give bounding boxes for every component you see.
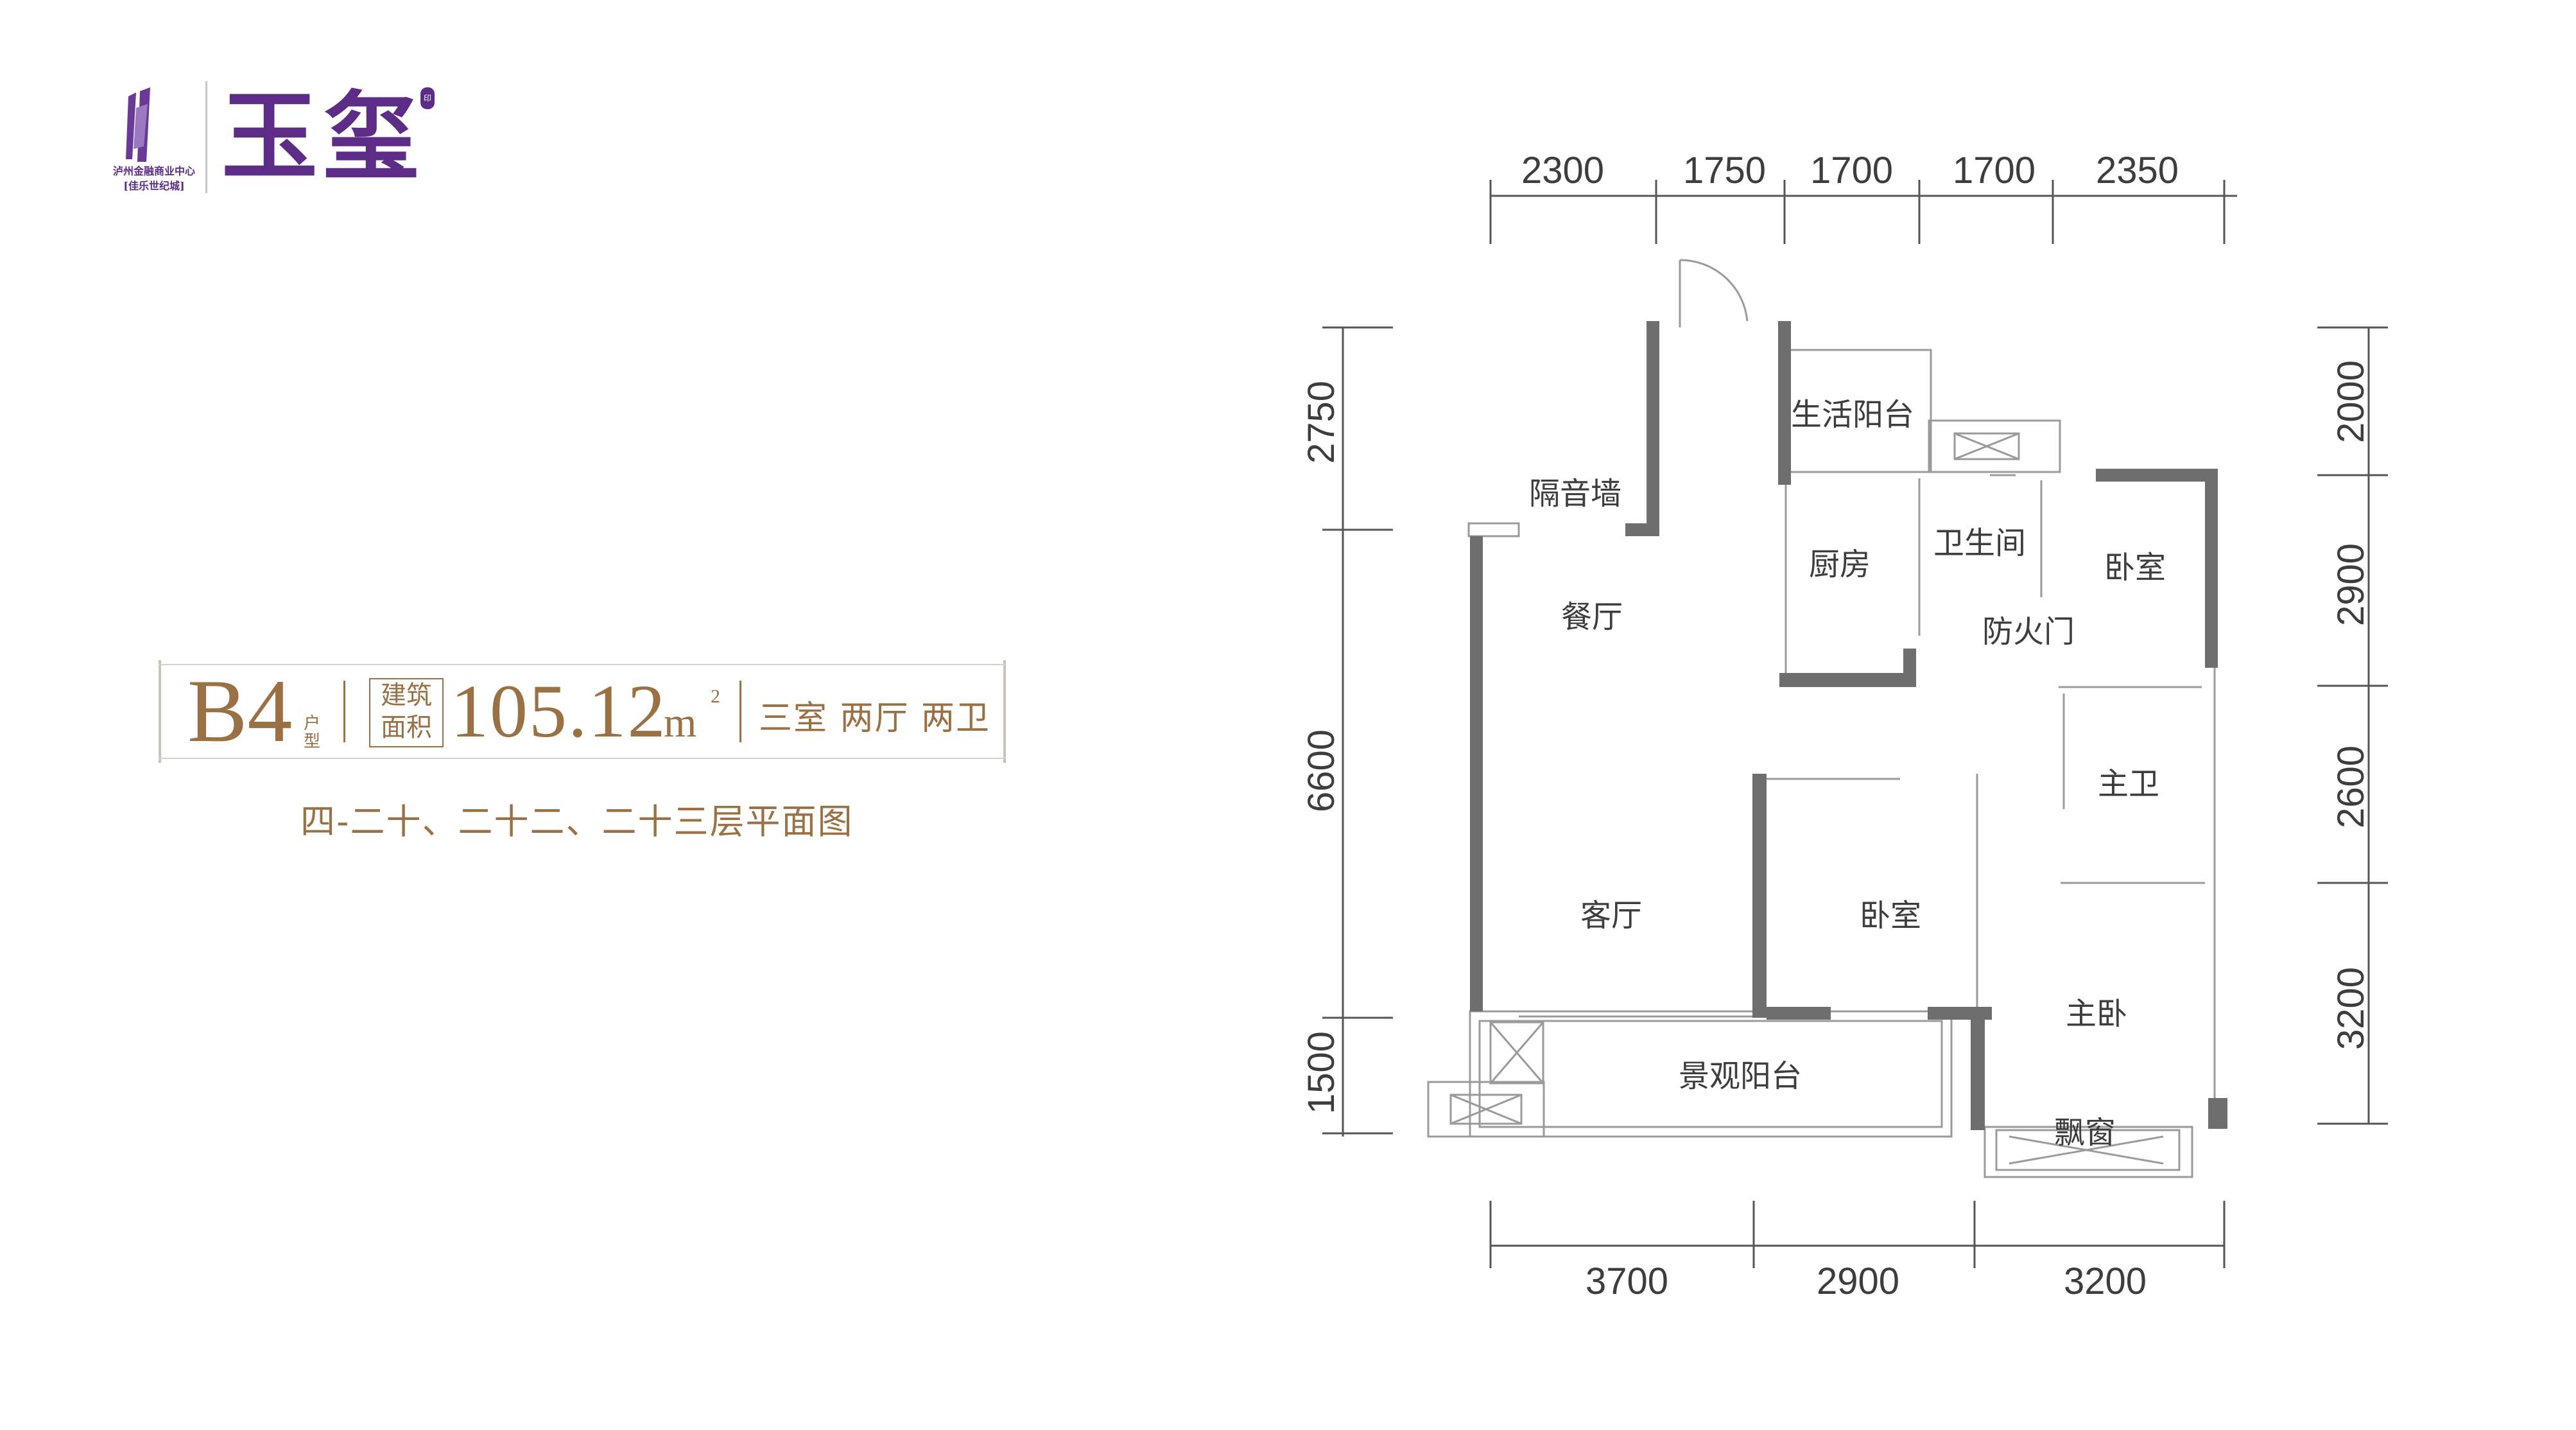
window-icon [1953, 432, 2020, 460]
area-label-box: 建筑 面积 [369, 678, 444, 747]
dim-top-4: 1700 [1953, 150, 2036, 191]
dim-left-1: 2750 [1301, 381, 1342, 464]
banner-separator [739, 681, 741, 742]
dim-top-2: 1750 [1683, 150, 1766, 191]
room-label-kitchen: 厨房 [1809, 546, 1871, 582]
bay-window [1984, 1126, 2193, 1178]
room-label-fire-door: 防火门 [1982, 614, 2075, 650]
dim-left-2: 6600 [1301, 729, 1342, 812]
door-swing-icon [1679, 259, 1749, 322]
tower-logo-icon [126, 87, 150, 162]
banner-top-line [159, 664, 1006, 665]
developer-logo: 泸州金融商业中心 [佳乐世纪城] 玉玺 印 [77, 76, 462, 204]
room-label-dining: 餐厅 [1561, 599, 1623, 635]
dim-top-1: 2300 [1521, 150, 1604, 191]
area-unit: m [664, 699, 697, 746]
dim-right-2: 2900 [2330, 543, 2372, 626]
banner-separator [343, 681, 345, 742]
dim-right-1: 2000 [2330, 360, 2372, 443]
room-label-sound-wall: 隔音墙 [1529, 476, 1621, 512]
dim-right-4: 3200 [2330, 967, 2372, 1050]
room-label-bay-window: 飘窗 [2054, 1115, 2116, 1151]
room-label-master-bath: 主卫 [2098, 766, 2159, 802]
area-unit-sup: 2 [711, 686, 720, 707]
banner-bottom-line [159, 758, 1006, 759]
room-label-living: 客厅 [1580, 898, 1642, 934]
room-label-master-bedroom: 主卧 [2066, 996, 2127, 1032]
area-label-2: 面积 [381, 713, 432, 742]
banner-right-bar [1003, 660, 1006, 763]
dim-top-5: 2350 [2096, 150, 2179, 191]
brand-name: 玉玺 [221, 80, 425, 193]
logo-caption-line1: 泸州金融商业中心 [112, 165, 195, 177]
dim-bottom-3: 3200 [2064, 1260, 2147, 1302]
room-label-service-balcony: 生活阳台 [1791, 397, 1914, 433]
area-label-1: 建筑 [381, 681, 432, 710]
room-summary: 三室 两厅 两卫 [759, 699, 991, 738]
room-label-toilet: 卫生间 [1933, 525, 2026, 561]
seal-stamp-icon: 印 [420, 87, 435, 109]
room-label-bedroom-center: 卧室 [1860, 898, 1921, 934]
dim-bottom-1: 3700 [1586, 1260, 1668, 1302]
floors-caption: 四-二十、二十二、二十三层平面图 [300, 801, 854, 842]
room-label-bedroom-ne: 卧室 [2104, 550, 2166, 586]
dim-left-3: 1500 [1301, 1031, 1342, 1114]
room-label-landscape-balcony: 景观阳台 [1679, 1058, 1802, 1094]
unit-code: B4 [187, 661, 293, 761]
unit-type-label-2: 型 [304, 732, 321, 751]
landscape-balcony [1469, 1010, 1953, 1138]
unit-type-label-1: 户 [304, 714, 321, 733]
dim-top-3: 1700 [1810, 150, 1893, 191]
unit-area: 105.12 [451, 669, 667, 753]
banner-left-bar [159, 660, 161, 763]
logo-divider [205, 81, 207, 193]
dim-right-3: 2600 [2330, 746, 2372, 828]
logo-caption-line2: [佳乐世纪城] [123, 180, 185, 192]
unit-info-banner: B4 户 型 建筑 面积 105.12 m 2 三室 两厅 两卫 [159, 660, 1006, 763]
dim-bottom-2: 2900 [1817, 1260, 1899, 1302]
